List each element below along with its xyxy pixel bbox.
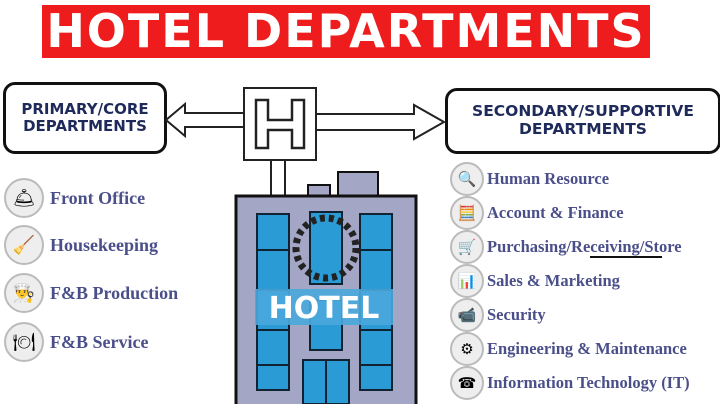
item-label: Security: [487, 305, 546, 324]
list-item-front-office: 🛎 Front Office: [4, 178, 145, 218]
list-item-it: ☎Information Technology (IT): [450, 366, 690, 400]
item-label: F&B Production: [50, 282, 179, 303]
item-label: Human Resource: [487, 169, 610, 188]
waiter-icon: 🍽: [4, 322, 44, 362]
secondary-line2: DEPARTMENTS: [519, 120, 647, 138]
list-item-account-finance: 🧮Account & Finance: [450, 196, 624, 230]
list-item-fb-production: 👨‍🍳 F&B Production: [4, 273, 178, 313]
list-item-engineering: ⚙Engineering & Maintenance: [450, 332, 687, 366]
hotel-building: HOTEL: [234, 171, 418, 404]
item-label: Front Office: [50, 187, 146, 208]
marketing-icon: 📊: [450, 264, 484, 298]
list-item-human-resource: 🔍Human Resource: [450, 162, 609, 196]
page-title: HOTEL DEPARTMENTS: [42, 5, 650, 58]
item-label: Information Technology (IT): [487, 373, 690, 392]
telephone-icon: ☎: [450, 366, 484, 400]
item-label: F&B Service: [50, 331, 149, 352]
gears-icon: ⚙: [450, 332, 484, 366]
item-label: Purchasing/Receiving/Store: [487, 237, 682, 256]
secondary-line1: SECONDARY/SUPPORTIVE: [472, 102, 694, 121]
item-label: Sales & Marketing: [487, 271, 620, 290]
primary-line1: PRIMARY/CORE: [21, 99, 149, 118]
calculator-icon: 🧮: [450, 196, 484, 230]
list-item-sales-marketing: 📊Sales & Marketing: [450, 264, 620, 298]
item-label: Engineering & Maintenance: [487, 339, 687, 358]
secondary-departments-box: SECONDARY/SUPPORTIVE DEPARTMENTS: [445, 88, 720, 154]
item-label: Account & Finance: [487, 203, 624, 222]
item-label: Housekeeping: [50, 234, 159, 255]
front-office-icon: 🛎: [4, 178, 44, 218]
list-item-housekeeping: 🧹 Housekeeping: [4, 225, 158, 265]
magnifier-person-icon: 🔍: [450, 162, 484, 196]
list-item-security: 📹Security: [450, 298, 546, 332]
chef-icon: 👨‍🍳: [4, 273, 44, 313]
vacuum-cleaner-icon: 🧹: [4, 225, 44, 265]
list-item-fb-service: 🍽 F&B Service: [4, 322, 148, 362]
right-arrow: [315, 103, 447, 141]
gear-icon: [292, 214, 360, 282]
underline: [590, 256, 662, 258]
primary-line2: DEPARTMENTS: [23, 117, 147, 135]
hotel-sign: [243, 87, 317, 197]
shopping-cart-icon: 🛒: [450, 230, 484, 264]
cctv-camera-icon: 📹: [450, 298, 484, 332]
primary-departments-box: PRIMARY/CORE DEPARTMENTS: [3, 82, 167, 154]
left-arrow: [164, 101, 245, 139]
hotel-label: HOTEL: [269, 291, 380, 326]
list-item-purchasing: 🛒Purchasing/Receiving/Store: [450, 230, 682, 264]
